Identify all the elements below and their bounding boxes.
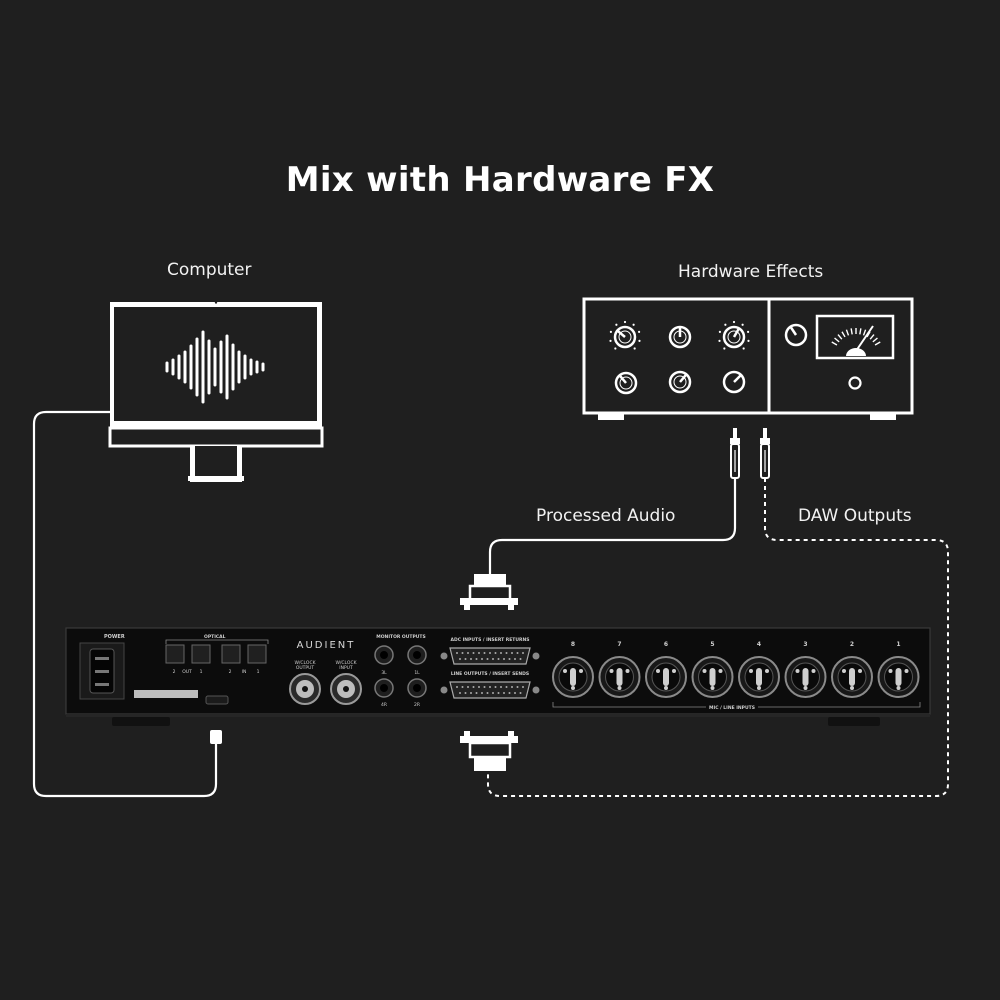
fx-knob-icon xyxy=(609,320,641,350)
fx-knob-icon xyxy=(614,371,638,395)
channel-number: 8 xyxy=(571,641,575,648)
vu-meter-icon xyxy=(815,314,895,360)
power-label: POWER xyxy=(104,634,125,640)
db25-connector-top xyxy=(460,574,518,610)
processed-audio-cable xyxy=(488,478,737,574)
jack-plug-processed xyxy=(730,428,740,479)
channel-number: 1 xyxy=(896,641,900,648)
wclock-output-label-1: W/CLOCK xyxy=(294,660,316,666)
bnc-wclock-input xyxy=(330,673,362,705)
db25-port xyxy=(440,681,540,699)
xlr-combo-input xyxy=(645,656,687,698)
db25-port xyxy=(440,647,540,665)
daw-outputs-label: DAW Outputs xyxy=(798,506,912,526)
wclock-input-label-2: INPUT xyxy=(339,665,353,671)
channel-number: 2 xyxy=(850,641,854,648)
optical-port xyxy=(191,644,211,664)
jack-plug-daw xyxy=(760,428,770,479)
optical-out-2: 2 xyxy=(173,669,176,675)
mic-line-inputs: 8 7 6 5 4 3 2 1 xyxy=(552,641,920,698)
db25-ports xyxy=(440,647,540,699)
usb-c-port xyxy=(205,695,229,705)
optical-port xyxy=(165,644,185,664)
monitor-output-jacks xyxy=(374,645,427,698)
optical-port xyxy=(221,644,241,664)
optical-out-label: OUT xyxy=(182,669,192,675)
channel-number: 6 xyxy=(664,641,668,648)
daw-outputs-cable xyxy=(487,478,949,797)
adc-inputs-label: ADC INPUTS / INSERT RETURNS xyxy=(451,637,530,643)
xlr-combo-input xyxy=(831,656,873,698)
wclock-output-label-2: OUTPUT xyxy=(296,665,315,671)
bnc-wclock-output xyxy=(289,673,321,705)
channel-number: 3 xyxy=(803,641,807,648)
xlr-combo-input xyxy=(691,656,734,698)
monitor-2r: 2R xyxy=(414,702,420,708)
monitor-3l: 3L xyxy=(381,670,387,676)
warning-sticker xyxy=(134,690,198,698)
fx-knob-icon xyxy=(668,325,692,349)
optical-in-2: 2 xyxy=(229,669,232,675)
wclock-input-label-1: W/CLOCK xyxy=(335,660,357,666)
xlr-combo-input xyxy=(598,656,641,698)
optical-label: OPTICAL xyxy=(204,634,226,640)
channel-number: 7 xyxy=(617,641,621,648)
audio-waveform-icon xyxy=(165,330,265,404)
fx-knob-icon xyxy=(722,370,746,394)
optical-in-1: 1 xyxy=(257,669,260,675)
monitor-4r: 4R xyxy=(381,702,387,708)
xlr-combo-input xyxy=(784,656,827,698)
knob-small-icon xyxy=(784,323,808,347)
line-outputs-label: LINE OUTPUTS / INSERT SENDS xyxy=(451,671,529,677)
fx-knob-icon xyxy=(718,320,750,350)
effects-knobs xyxy=(609,320,750,395)
xlr-combo-input xyxy=(738,656,780,698)
trs-jack xyxy=(374,678,394,698)
hardware-effects-unit xyxy=(582,297,914,420)
mic-line-inputs-label: MIC / LINE INPUTS xyxy=(709,705,755,711)
channel-number: 5 xyxy=(710,641,714,648)
optical-ports xyxy=(165,644,267,664)
monitor-1l: 1L xyxy=(414,670,420,676)
optical-port xyxy=(247,644,267,664)
iec-power-inlet xyxy=(79,642,125,700)
diagram-title: Mix with Hardware FX xyxy=(285,160,715,200)
optical-out-1: 1 xyxy=(200,669,203,675)
xlr-combo-input xyxy=(552,656,594,698)
processed-audio-label: Processed Audio xyxy=(536,506,676,526)
trs-jack xyxy=(407,678,427,698)
trs-jack xyxy=(407,645,427,665)
power-led-icon xyxy=(848,376,862,390)
trs-jack xyxy=(374,645,394,665)
monitor-outputs-label: MONITOR OUTPUTS xyxy=(376,634,425,640)
db25-connector-bottom xyxy=(460,731,518,771)
computer-label: Computer xyxy=(167,260,252,280)
xlr-combo-input xyxy=(877,656,920,698)
channel-number: 4 xyxy=(757,641,761,648)
brand-logo: AUDIENT xyxy=(297,640,356,651)
audio-interface-rear-panel: POWER OPTICAL 2 OUT 1 2 IN 1 AUDIENT xyxy=(65,627,931,726)
fx-knob-icon xyxy=(668,370,692,394)
computer-monitor xyxy=(108,301,324,482)
hardware-effects-label: Hardware Effects xyxy=(678,262,824,282)
usb-cable xyxy=(32,410,222,798)
optical-in-label: IN xyxy=(242,669,247,675)
